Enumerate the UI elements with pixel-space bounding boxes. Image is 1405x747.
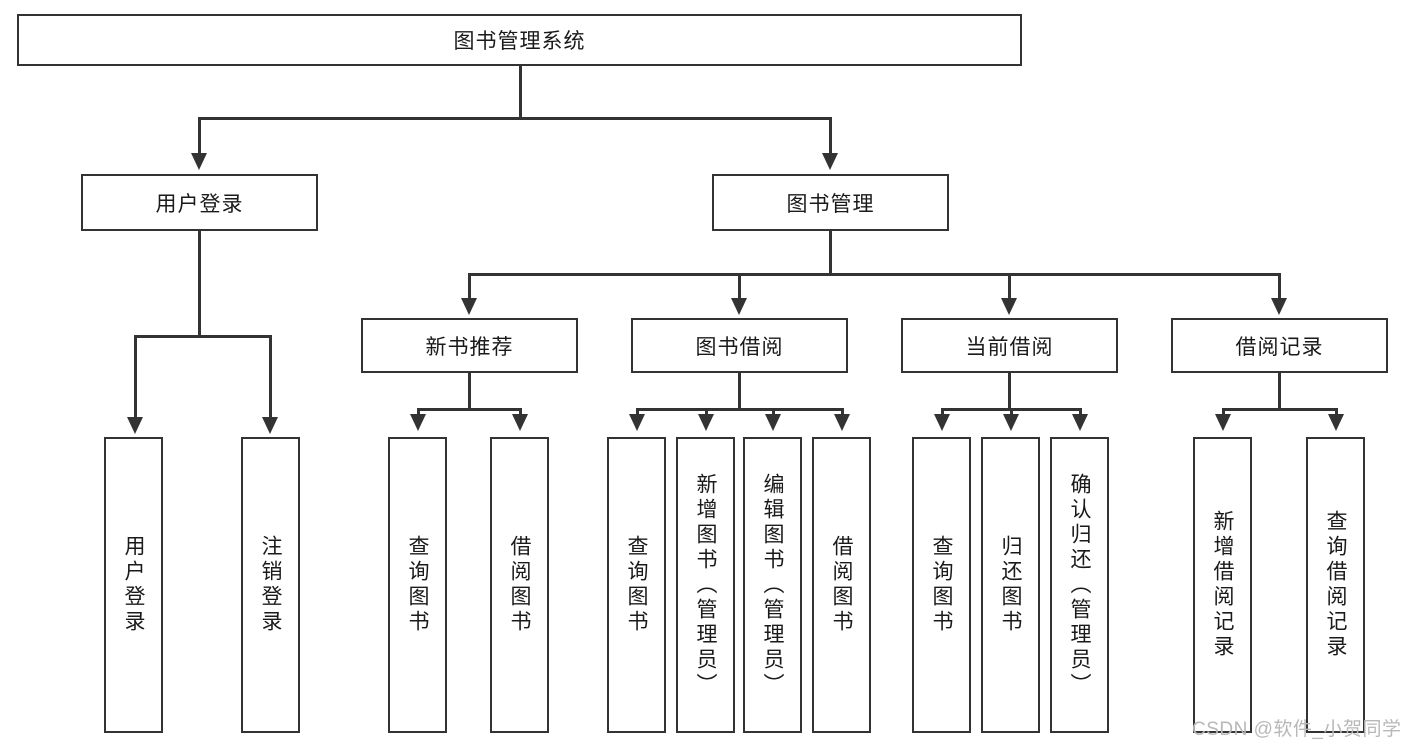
node-label: 图书管理 <box>786 192 875 216</box>
arrowhead-cb-leaf-2 <box>1003 414 1019 431</box>
edge-bb-child-4 <box>841 408 844 418</box>
arrowhead-br-leaf-1 <box>1215 414 1231 431</box>
node-label: 归还图书 <box>999 535 1022 635</box>
edge-br-child-2 <box>1335 408 1338 418</box>
edge-user-login-bus <box>134 335 271 338</box>
node-label: 查询借阅记录 <box>1324 510 1347 660</box>
node-label: 注销登录 <box>259 535 282 635</box>
edge-to-borrow-record <box>1278 273 1281 300</box>
arrowhead-user-login <box>191 153 207 170</box>
arrowhead-nbr-leaf-2 <box>512 414 528 431</box>
leaf-query-book-borrow[interactable]: 查询图书 <box>607 437 666 733</box>
node-label: 用户登录 <box>122 535 145 635</box>
csdn-watermark: CSDN @软件_小贺同学 <box>1192 719 1402 740</box>
edge-cb-child-1 <box>941 408 944 418</box>
edge-br-child-1 <box>1222 408 1225 418</box>
edge-level3-bus <box>468 273 1280 276</box>
node-label: 借阅图书 <box>508 535 531 635</box>
arrowhead-bb-leaf-1 <box>629 414 645 431</box>
node-label: 图书借阅 <box>695 335 784 359</box>
arrowhead-book-borrow <box>731 298 747 315</box>
arrowhead-book-management <box>822 153 838 170</box>
arrowhead-leaf-user-login <box>127 417 143 434</box>
arrowhead-cb-leaf-1 <box>934 414 950 431</box>
node-label: 查询图书 <box>625 535 648 635</box>
edge-nbr-child-2 <box>519 408 522 418</box>
edge-book-borrow-stem <box>738 373 741 408</box>
edge-bb-child-1 <box>636 408 639 418</box>
arrowhead-cb-leaf-3 <box>1072 414 1088 431</box>
node-label: 新增图书（管理员） <box>694 472 717 698</box>
edge-new-book-recommend-stem <box>468 373 471 408</box>
edge-book-management-stem <box>829 231 832 273</box>
edge-level2-bus <box>198 117 831 120</box>
node-label: 用户登录 <box>155 192 244 216</box>
node-label: 新书推荐 <box>425 335 514 359</box>
edge-cb-child-3 <box>1079 408 1082 418</box>
leaf-query-book-current[interactable]: 查询图书 <box>912 437 971 733</box>
edge-borrow-record-stem <box>1278 373 1281 408</box>
node-current-borrow[interactable]: 当前借阅 <box>901 318 1118 373</box>
node-label: 确认归还（管理员） <box>1068 472 1091 698</box>
edge-to-book-management <box>829 117 832 155</box>
edge-root-stem <box>519 66 522 117</box>
leaf-query-borrow-record[interactable]: 查询借阅记录 <box>1306 437 1365 733</box>
edge-book-borrow-bus <box>636 408 844 411</box>
leaf-borrow-book[interactable]: 借阅图书 <box>812 437 871 733</box>
leaf-query-book-recommend[interactable]: 查询图书 <box>388 437 447 733</box>
arrowhead-leaf-logout <box>262 417 278 434</box>
arrowhead-new-book-recommend <box>461 298 477 315</box>
node-label: 借阅记录 <box>1235 335 1324 359</box>
leaf-user-login[interactable]: 用户登录 <box>104 437 163 733</box>
node-book-borrow[interactable]: 图书借阅 <box>631 318 848 373</box>
edge-user-login-child-2 <box>269 335 272 419</box>
node-label: 借阅图书 <box>830 535 853 635</box>
edge-current-borrow-stem <box>1008 373 1011 408</box>
node-label: 新增借阅记录 <box>1211 510 1234 660</box>
node-label: 查询图书 <box>406 535 429 635</box>
arrowhead-bb-leaf-3 <box>765 414 781 431</box>
edge-nbr-child-1 <box>417 408 420 418</box>
edge-new-book-recommend-bus <box>417 408 522 411</box>
edge-to-new-book-recommend <box>468 273 471 300</box>
arrowhead-current-borrow <box>1001 298 1017 315</box>
edge-user-login-stem <box>198 231 201 335</box>
leaf-borrow-book-recommend[interactable]: 借阅图书 <box>490 437 549 733</box>
leaf-edit-book-admin[interactable]: 编辑图书（管理员） <box>743 437 802 733</box>
edge-borrow-record-bus <box>1222 408 1337 411</box>
leaf-confirm-return-admin[interactable]: 确认归还（管理员） <box>1050 437 1109 733</box>
node-label: 当前借阅 <box>965 335 1054 359</box>
edge-to-book-borrow <box>738 273 741 300</box>
arrowhead-bb-leaf-4 <box>834 414 850 431</box>
leaf-add-borrow-record[interactable]: 新增借阅记录 <box>1193 437 1252 733</box>
node-book-management[interactable]: 图书管理 <box>712 174 949 231</box>
node-root-book-management-system[interactable]: 图书管理系统 <box>17 14 1022 66</box>
edge-bb-child-3 <box>772 408 775 418</box>
edge-to-user-login <box>198 117 201 155</box>
node-label: 查询图书 <box>930 535 953 635</box>
arrowhead-bb-leaf-2 <box>698 414 714 431</box>
edge-bb-child-2 <box>705 408 708 418</box>
arrowhead-borrow-record <box>1271 298 1287 315</box>
arrowhead-br-leaf-2 <box>1328 414 1344 431</box>
leaf-add-book-admin[interactable]: 新增图书（管理员） <box>676 437 735 733</box>
node-borrow-record[interactable]: 借阅记录 <box>1171 318 1388 373</box>
edge-to-current-borrow <box>1008 273 1011 300</box>
node-new-book-recommend[interactable]: 新书推荐 <box>361 318 578 373</box>
edge-user-login-child-1 <box>134 335 137 419</box>
leaf-logout[interactable]: 注销登录 <box>241 437 300 733</box>
arrowhead-nbr-leaf-1 <box>410 414 426 431</box>
edge-cb-child-2 <box>1010 408 1013 418</box>
node-user-login[interactable]: 用户登录 <box>81 174 318 231</box>
leaf-return-book[interactable]: 归还图书 <box>981 437 1040 733</box>
node-label: 编辑图书（管理员） <box>761 472 784 698</box>
node-label: 图书管理系统 <box>453 30 586 53</box>
